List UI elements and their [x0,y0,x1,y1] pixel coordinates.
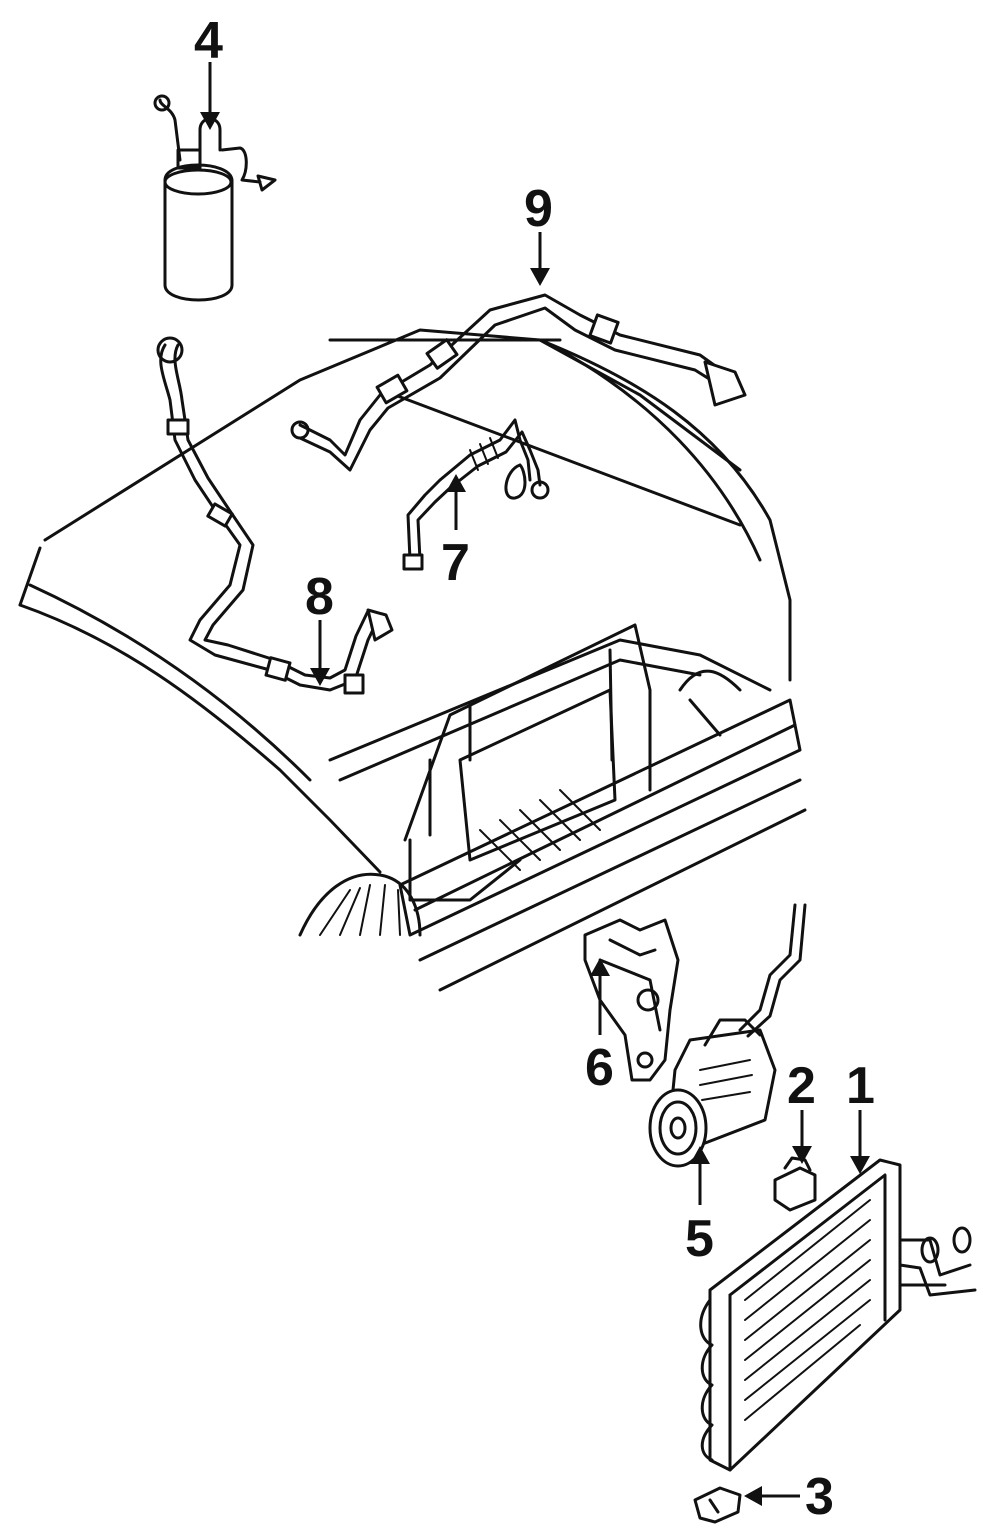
hose-7 [402,418,550,571]
callout-5: 5 [685,1210,714,1268]
callout-6: 6 [585,1039,614,1097]
condenser [699,1158,977,1472]
leader-lines [200,62,870,1506]
vehicle-body [18,328,807,992]
callout-8: 8 [305,568,334,626]
callout-9: 9 [524,180,553,238]
hose-9 [290,293,747,472]
callout-2: 2 [787,1057,816,1115]
callout-1: 1 [846,1057,875,1115]
accumulator [153,94,277,302]
small-bracket [693,1486,742,1524]
callout-7: 7 [441,534,470,592]
callout-labels: 4 9 7 8 6 5 2 1 3 [194,12,875,1526]
switch [773,1156,817,1212]
callout-3: 3 [805,1468,834,1526]
compressor [648,903,807,1168]
callout-4: 4 [194,12,223,70]
hose-8 [156,336,394,695]
